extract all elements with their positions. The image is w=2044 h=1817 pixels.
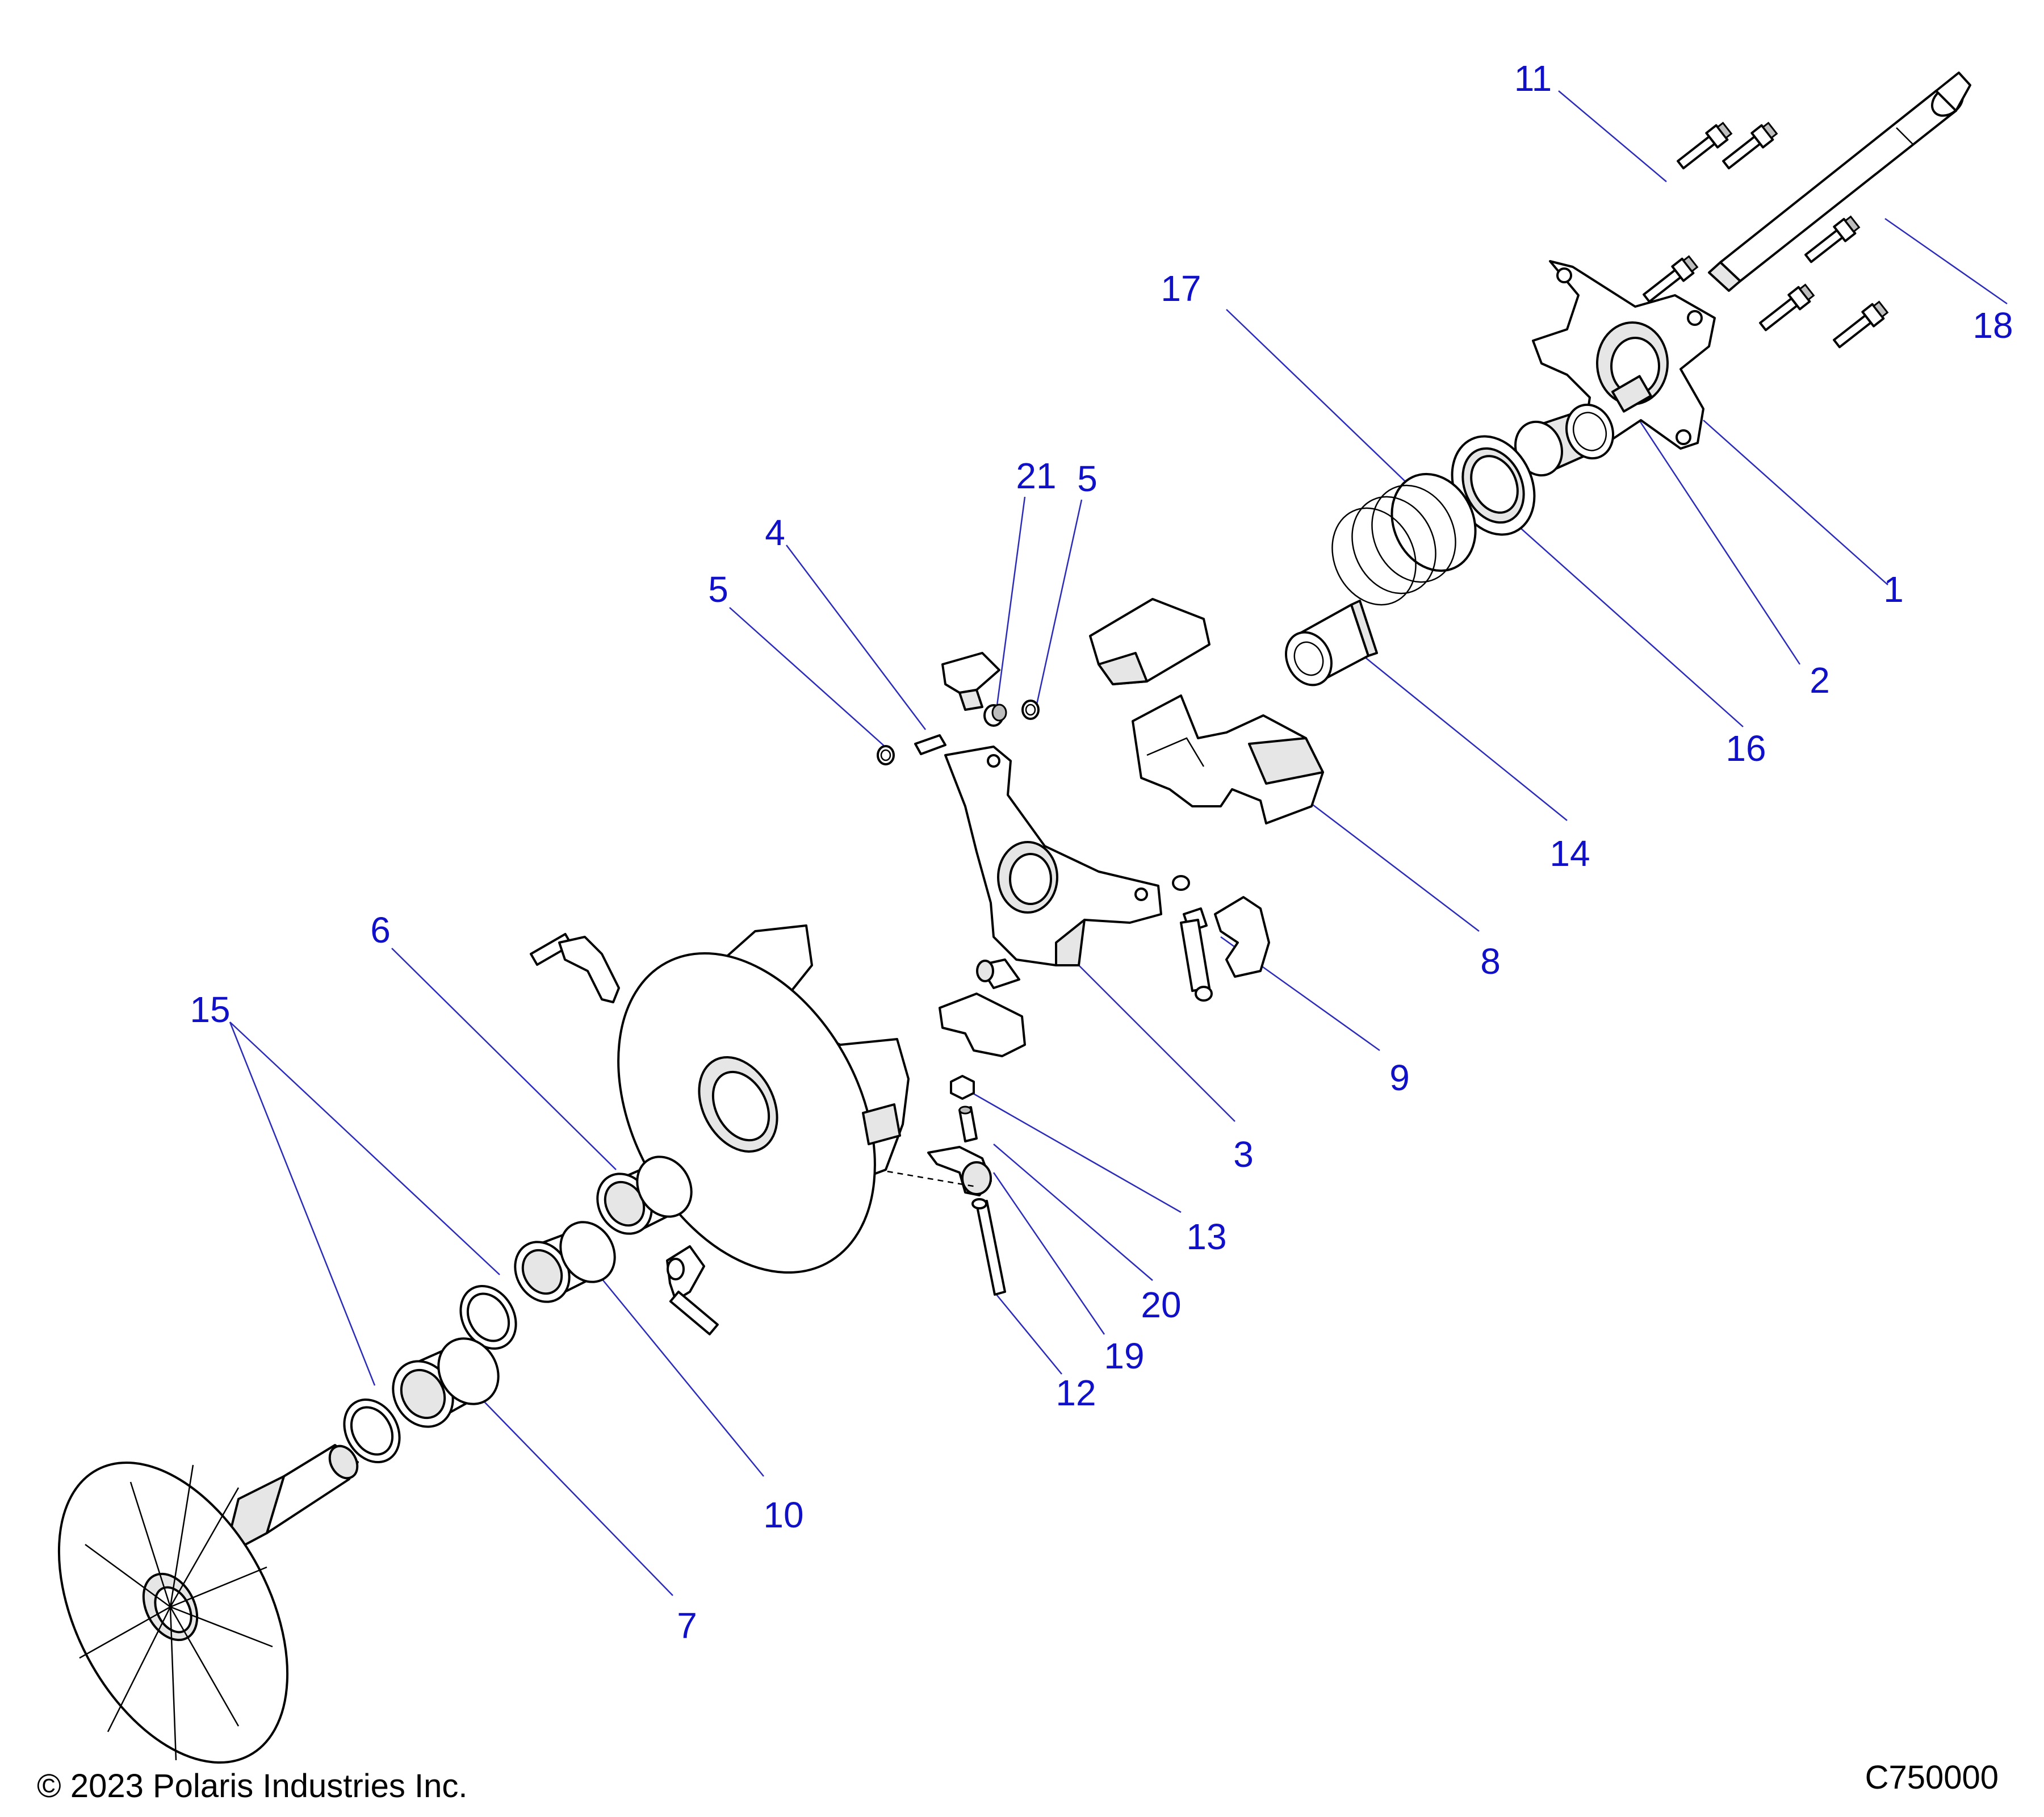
- callout-8: 8: [1480, 941, 1501, 982]
- callout-14: 14: [1549, 833, 1590, 874]
- callout-1: 1: [1883, 569, 1904, 610]
- callout-17: 17: [1161, 268, 1201, 309]
- moveable-sheave: [617, 924, 910, 1274]
- callout-labels: 1 2 3 4 5 5 6 7 8 9 10 11 12 13 14 15 16…: [190, 58, 2013, 1646]
- callout-21: 21: [1016, 455, 1056, 496]
- weight-arm-lower: [666, 1245, 719, 1335]
- fixed-sheave: [57, 1444, 359, 1764]
- ring-15-lower: [343, 1398, 401, 1464]
- callout-11: 11: [1514, 58, 1552, 99]
- roller-group-9: [1172, 875, 1270, 1002]
- callout-3: 3: [1233, 1134, 1254, 1175]
- spring-17: [1331, 472, 1477, 606]
- callout-7: 7: [677, 1605, 697, 1646]
- bushing-6: [596, 1155, 693, 1235]
- callout-20: 20: [1141, 1284, 1181, 1325]
- sleeve-14: [1285, 600, 1378, 686]
- callout-13: 13: [1186, 1216, 1226, 1257]
- callout-18: 18: [1972, 305, 2013, 346]
- callout-5-right: 5: [1077, 458, 1098, 499]
- bushing-10: [514, 1221, 616, 1303]
- roller-shoe-8: [1132, 694, 1324, 824]
- callout-6: 6: [370, 910, 391, 951]
- figure-id: C750000: [1865, 1759, 1999, 1796]
- copyright-text: © 2023 Polaris Industries Inc.: [37, 1768, 467, 1805]
- callout-15: 15: [190, 989, 230, 1030]
- callout-19: 19: [1104, 1335, 1144, 1376]
- leader-lines: [229, 90, 2008, 1596]
- callout-2: 2: [1810, 660, 1830, 701]
- small-bolts: [1643, 122, 1889, 349]
- callout-12: 12: [1055, 1372, 1096, 1413]
- weight-arm-upper: [530, 933, 620, 1003]
- callout-16: 16: [1725, 728, 1766, 769]
- bushing-2: [1514, 403, 1615, 477]
- callout-5-left: 5: [708, 569, 728, 610]
- small-hardware: [877, 652, 1040, 765]
- spider-3: [944, 746, 1162, 966]
- callout-10: 10: [763, 1494, 803, 1535]
- long-bolt: [1708, 72, 1971, 292]
- pin-group: [877, 1075, 1006, 1296]
- roller-lower: [939, 958, 1026, 1057]
- callout-9: 9: [1389, 1057, 1410, 1098]
- shoe-upper: [1089, 598, 1211, 685]
- callout-4: 4: [765, 512, 785, 553]
- bushing-7: [392, 1337, 500, 1428]
- spider-cover: [1532, 260, 1716, 450]
- ring-15-upper: [459, 1284, 517, 1350]
